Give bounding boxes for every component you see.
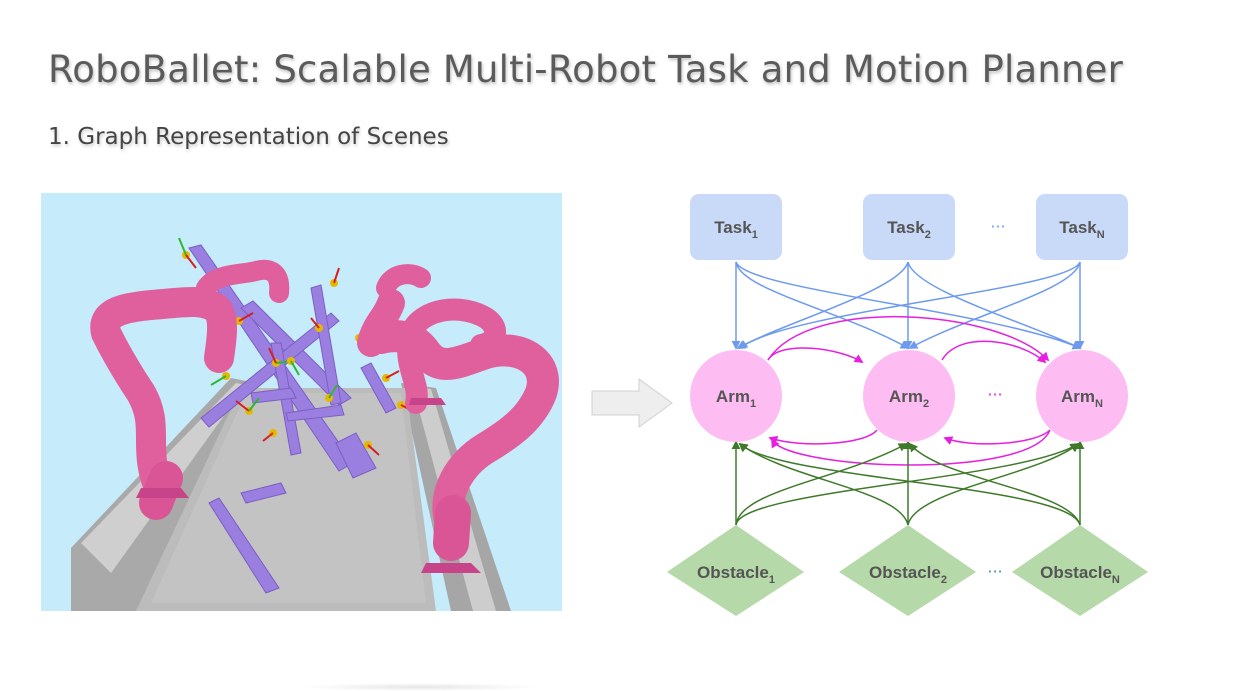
scene-graph-diagram: Task1 Task2 ··· TaskN Arm1 Arm2 ··· ArmN… (667, 194, 1148, 616)
obstacle-node[interactable]: Obstacle1 (667, 525, 804, 616)
task-node[interactable]: TaskN (1036, 194, 1128, 260)
arm-node[interactable]: ArmN (1036, 350, 1128, 442)
robot-bases (136, 398, 481, 573)
svg-text:TaskN: TaskN (1059, 218, 1105, 241)
robot-arms (90, 259, 559, 561)
obstacle-ellipsis: ··· (987, 562, 1002, 581)
slide-title: RoboBallet: Scalable Multi-Robot Task an… (48, 48, 1124, 91)
task-ellipsis: ··· (990, 217, 1005, 236)
task-node[interactable]: Task1 (690, 194, 782, 260)
frame-markers (178, 237, 414, 456)
svg-text:ObstacleN: ObstacleN (1040, 563, 1120, 586)
svg-text:Obstacle2: Obstacle2 (869, 563, 947, 586)
section-subtitle: 1. Graph Representation of Scenes (48, 124, 449, 150)
obstacle-node[interactable]: ObstacleN (1012, 525, 1148, 616)
task-arm-edges (731, 261, 1085, 350)
svg-text:Obstacle1: Obstacle1 (697, 563, 775, 586)
purple-beams (188, 244, 397, 594)
right-arrow-icon (591, 378, 673, 428)
obstacle-arm-edges (731, 440, 1085, 526)
arm-node[interactable]: Arm1 (690, 350, 782, 442)
footer-shadow (300, 683, 540, 691)
robot-scene-image (41, 193, 562, 611)
obstacle-node[interactable]: Obstacle2 (839, 525, 976, 616)
svg-text:Arm2: Arm2 (889, 387, 929, 410)
arm-node[interactable]: Arm2 (863, 350, 955, 442)
svg-text:ArmN: ArmN (1061, 387, 1103, 410)
svg-text:Arm1: Arm1 (716, 387, 756, 410)
arm-arm-edges (767, 315, 1051, 466)
svg-text:Task1: Task1 (714, 218, 758, 241)
arm-ellipsis: ··· (987, 385, 1002, 404)
svg-text:Task2: Task2 (887, 218, 931, 241)
task-node[interactable]: Task2 (863, 194, 955, 260)
